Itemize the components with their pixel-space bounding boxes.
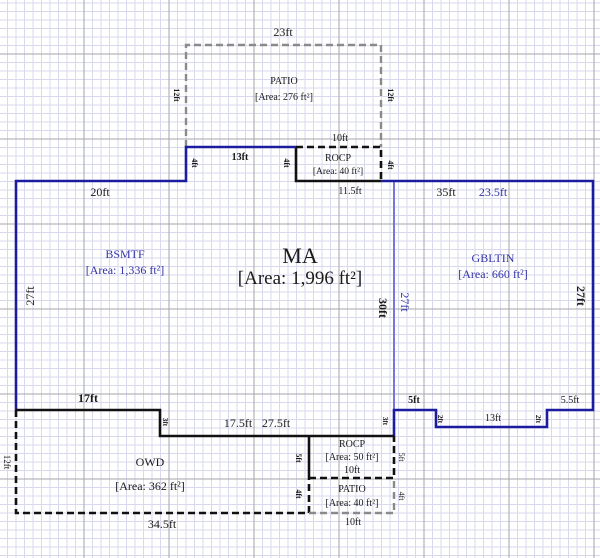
dim-patio-bottom-width: 10ft <box>345 517 361 528</box>
dim-ma-top-right: 35ft <box>436 185 456 199</box>
main-outline <box>14 145 296 410</box>
room-area-owd: [Area: 362 ft²] <box>115 479 185 493</box>
dim-rocp-top-width: 10ft <box>332 133 348 144</box>
room-area-rocp-top: [Area: 40 ft²] <box>313 166 363 177</box>
dim-ma-right-step: 3ft <box>381 417 389 426</box>
dim-step-left-height: 4ft <box>190 158 199 168</box>
room-area-gbltin: [Area: 660 ft²] <box>458 267 528 281</box>
bsmtf-owd-wall <box>16 408 394 438</box>
dim-bsmtf-bottom: 17ft <box>78 391 98 405</box>
room-area-patio-bottom: [Area: 40 ft²] <box>326 498 379 509</box>
dimension-labels: 23ft 12ft 12ft 10ft 4ft 13ft 4ft 4ft 11.… <box>2 25 588 531</box>
room-region-gbltin[interactable] <box>394 181 593 427</box>
dim-bsmtf-step: 3ft <box>161 418 169 427</box>
dim-gbltin-bottom-mid: 13ft <box>485 413 501 424</box>
dim-patio-top-left: 12ft <box>172 88 181 102</box>
room-name-gbltin: GBLTIN <box>472 251 515 265</box>
room-region-ma[interactable] <box>16 147 394 436</box>
room-name-ma: MA <box>282 243 318 268</box>
patio-bottom-outline <box>309 478 396 515</box>
dim-bsmtf-top: 20ft <box>90 185 110 199</box>
room-labels: PATIO [Area: 276 ft²] ROCP [Area: 40 ft²… <box>86 76 528 509</box>
dim-rocp-top-left: 4ft <box>282 158 291 168</box>
room-area-rocp-bottom: [Area: 50 ft²] <box>326 452 379 463</box>
dim-owd-bottom: 34.5ft <box>148 517 177 531</box>
room-name-rocp-bottom: ROCP <box>339 439 366 450</box>
patio-top-outline <box>184 43 383 147</box>
rocp-top-solid-edges <box>294 147 381 183</box>
dim-rocp-bottom-width: 10ft <box>344 465 360 476</box>
room-area-bsmtf: [Area: 1,336 ft²] <box>86 263 165 277</box>
room-name-patio-top: PATIO <box>270 76 297 87</box>
room-name-bsmtf: BSMTF <box>105 247 145 261</box>
dim-gbltin-top: 23.5ft <box>479 185 508 199</box>
dim-owd-right-lower: 4ft <box>294 489 303 499</box>
dim-rocp-top-right: 4ft <box>386 160 395 170</box>
dim-patio-bottom-right: 4ft <box>397 492 406 502</box>
dim-rocp-bottom-right: 5ft <box>397 453 406 463</box>
dim-gbltin-left: 27ft <box>398 292 412 312</box>
dim-owd-left: 12ft <box>2 455 12 470</box>
room-name-rocp-top: ROCP <box>325 153 352 164</box>
dim-gbltin-step-left: 2ft <box>436 415 444 424</box>
dim-patio-top-width: 23ft <box>273 25 293 39</box>
owd-outline <box>14 410 311 515</box>
dim-gbltin-step-right: 2ft <box>534 415 542 424</box>
room-name-owd: OWD <box>136 455 165 469</box>
dim-ma-bottom-right: 27.5ft <box>262 416 291 430</box>
room-area-ma: [Area: 1,996 ft²] <box>238 268 362 289</box>
dim-ma-bottom-left: 17.5ft <box>224 416 253 430</box>
dim-gbltin-right: 27ft <box>574 286 588 306</box>
walls <box>14 43 595 515</box>
dim-owd-right-upper: 5ft <box>294 453 303 463</box>
rocp-bottom-outline <box>309 436 396 480</box>
dim-gbltin-bottom-right: 5.5ft <box>561 395 580 406</box>
dim-patio-top-right: 12ft <box>386 88 395 102</box>
rocp-top-open-edges <box>296 145 383 181</box>
dim-ma-top-segment: 13ft <box>232 152 249 163</box>
dim-ma-right: 30ft <box>376 298 390 318</box>
room-name-patio-bottom: PATIO <box>338 484 365 495</box>
room-area-patio-top: [Area: 276 ft²] <box>255 92 313 103</box>
dim-gbltin-bottom-left: 5ft <box>408 395 420 406</box>
dim-rocp-top-bottom: 11.5ft <box>338 186 361 197</box>
dim-bsmtf-left: 27ft <box>23 286 37 306</box>
gbltin-outline <box>381 179 595 436</box>
